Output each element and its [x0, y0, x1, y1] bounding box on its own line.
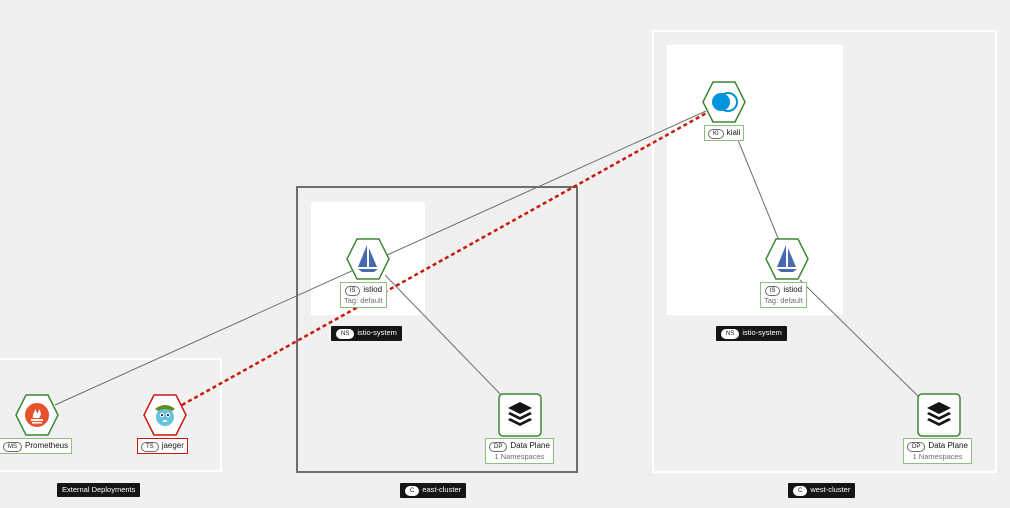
east-cluster-badge: C — [405, 486, 420, 496]
prometheus-badge: MS — [3, 442, 22, 452]
external-deployments-tag[interactable]: External Deployments — [57, 483, 141, 497]
kiali-node[interactable] — [702, 80, 746, 124]
east-istiod-tag: Tag: default — [344, 296, 383, 305]
prometheus-node[interactable] — [15, 393, 59, 437]
east-dataplane-badge: DP — [489, 442, 508, 452]
west-cluster-badge: C — [793, 486, 808, 496]
east-istiod-badge: IS — [344, 286, 361, 296]
west-namespace-badge: NS — [721, 329, 740, 339]
west-dataplane-namespaces: 1 Namespaces — [912, 452, 963, 461]
layers-icon — [508, 402, 532, 426]
west-istiod-tag: Tag: default — [764, 296, 803, 305]
istio-sail-icon — [777, 245, 797, 272]
west-dataplane-badge: DP — [907, 442, 926, 452]
jaeger-icon — [155, 405, 175, 426]
prometheus-icon — [25, 403, 49, 427]
kiali-badge: KI — [708, 129, 724, 139]
kiali-icon — [712, 92, 738, 112]
istio-sail-icon — [358, 245, 378, 272]
west-istiod-node[interactable] — [765, 237, 809, 281]
east-dataplane-namespaces: 1 Namespaces — [494, 452, 545, 461]
east-dataplane-node[interactable] — [498, 393, 542, 437]
jaeger-node[interactable] — [143, 393, 187, 437]
west-istiod-badge: IS — [764, 286, 781, 296]
east-istiod-node[interactable] — [346, 237, 390, 281]
east-namespace-badge: NS — [336, 329, 355, 339]
jaeger-badge: TS — [141, 442, 159, 452]
west-namespace-box[interactable] — [667, 45, 843, 315]
layers-icon — [927, 402, 951, 426]
west-dataplane-node[interactable] — [917, 393, 961, 437]
